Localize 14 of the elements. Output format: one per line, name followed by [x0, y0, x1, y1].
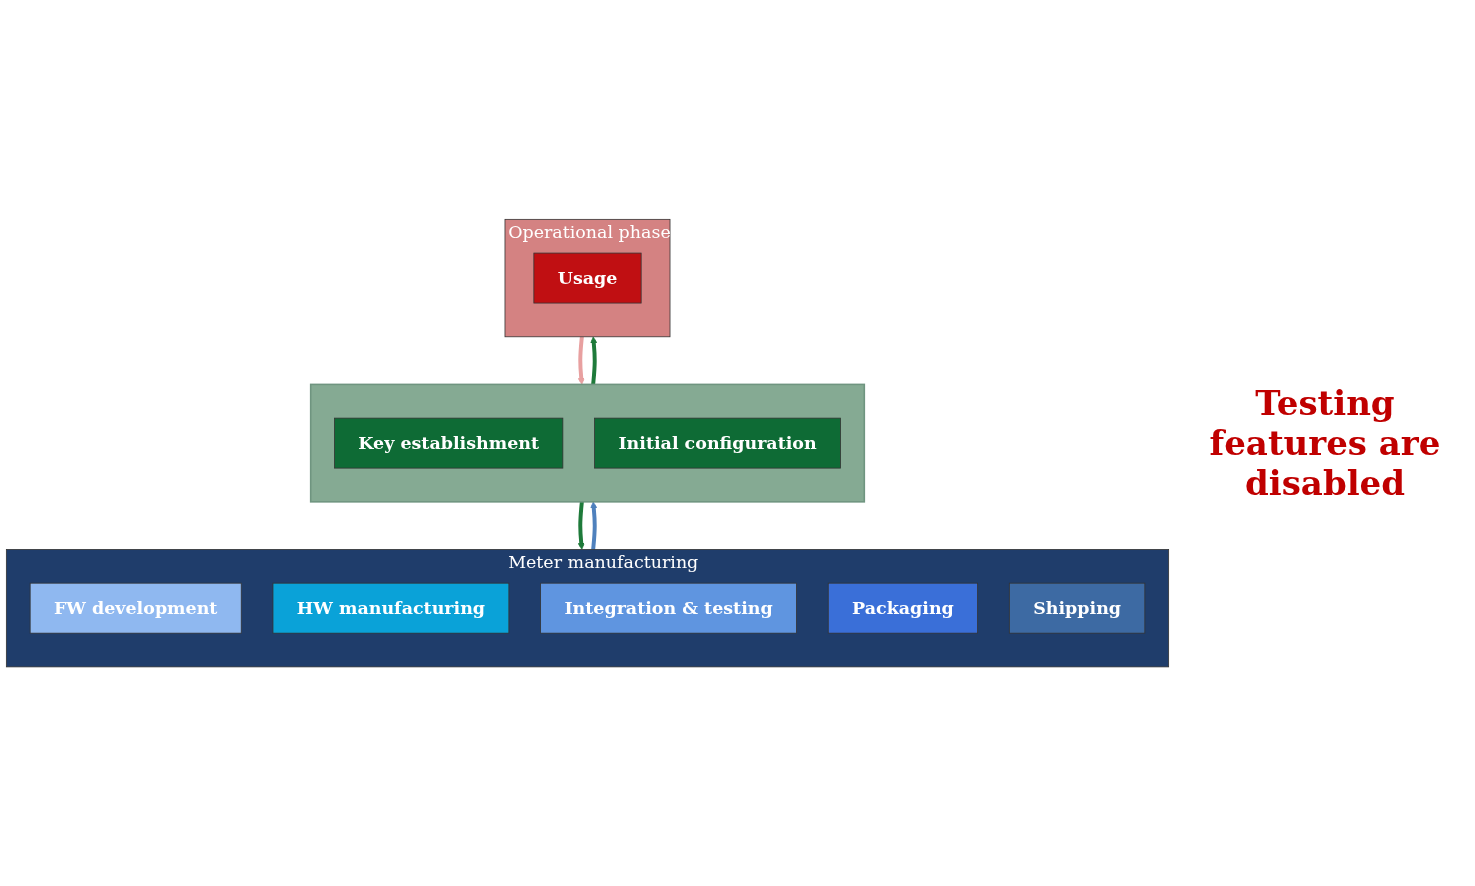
note-text: Testing features are disabled [1208, 383, 1442, 503]
node-box: Initial configuration [594, 417, 841, 469]
node-box: Key establishment [334, 417, 564, 469]
arrow [577, 336, 585, 385]
arrow [590, 336, 598, 385]
node-box: Integration & testing [540, 582, 797, 634]
node-box: Packaging [827, 582, 978, 634]
node-box: HW manufacturing [272, 582, 510, 634]
cluster [309, 383, 866, 503]
arrow [590, 501, 598, 550]
arrow [577, 501, 585, 550]
node-box: Shipping [1008, 582, 1146, 634]
node-box: Usage [533, 252, 642, 304]
node-box: FW development [29, 582, 242, 634]
